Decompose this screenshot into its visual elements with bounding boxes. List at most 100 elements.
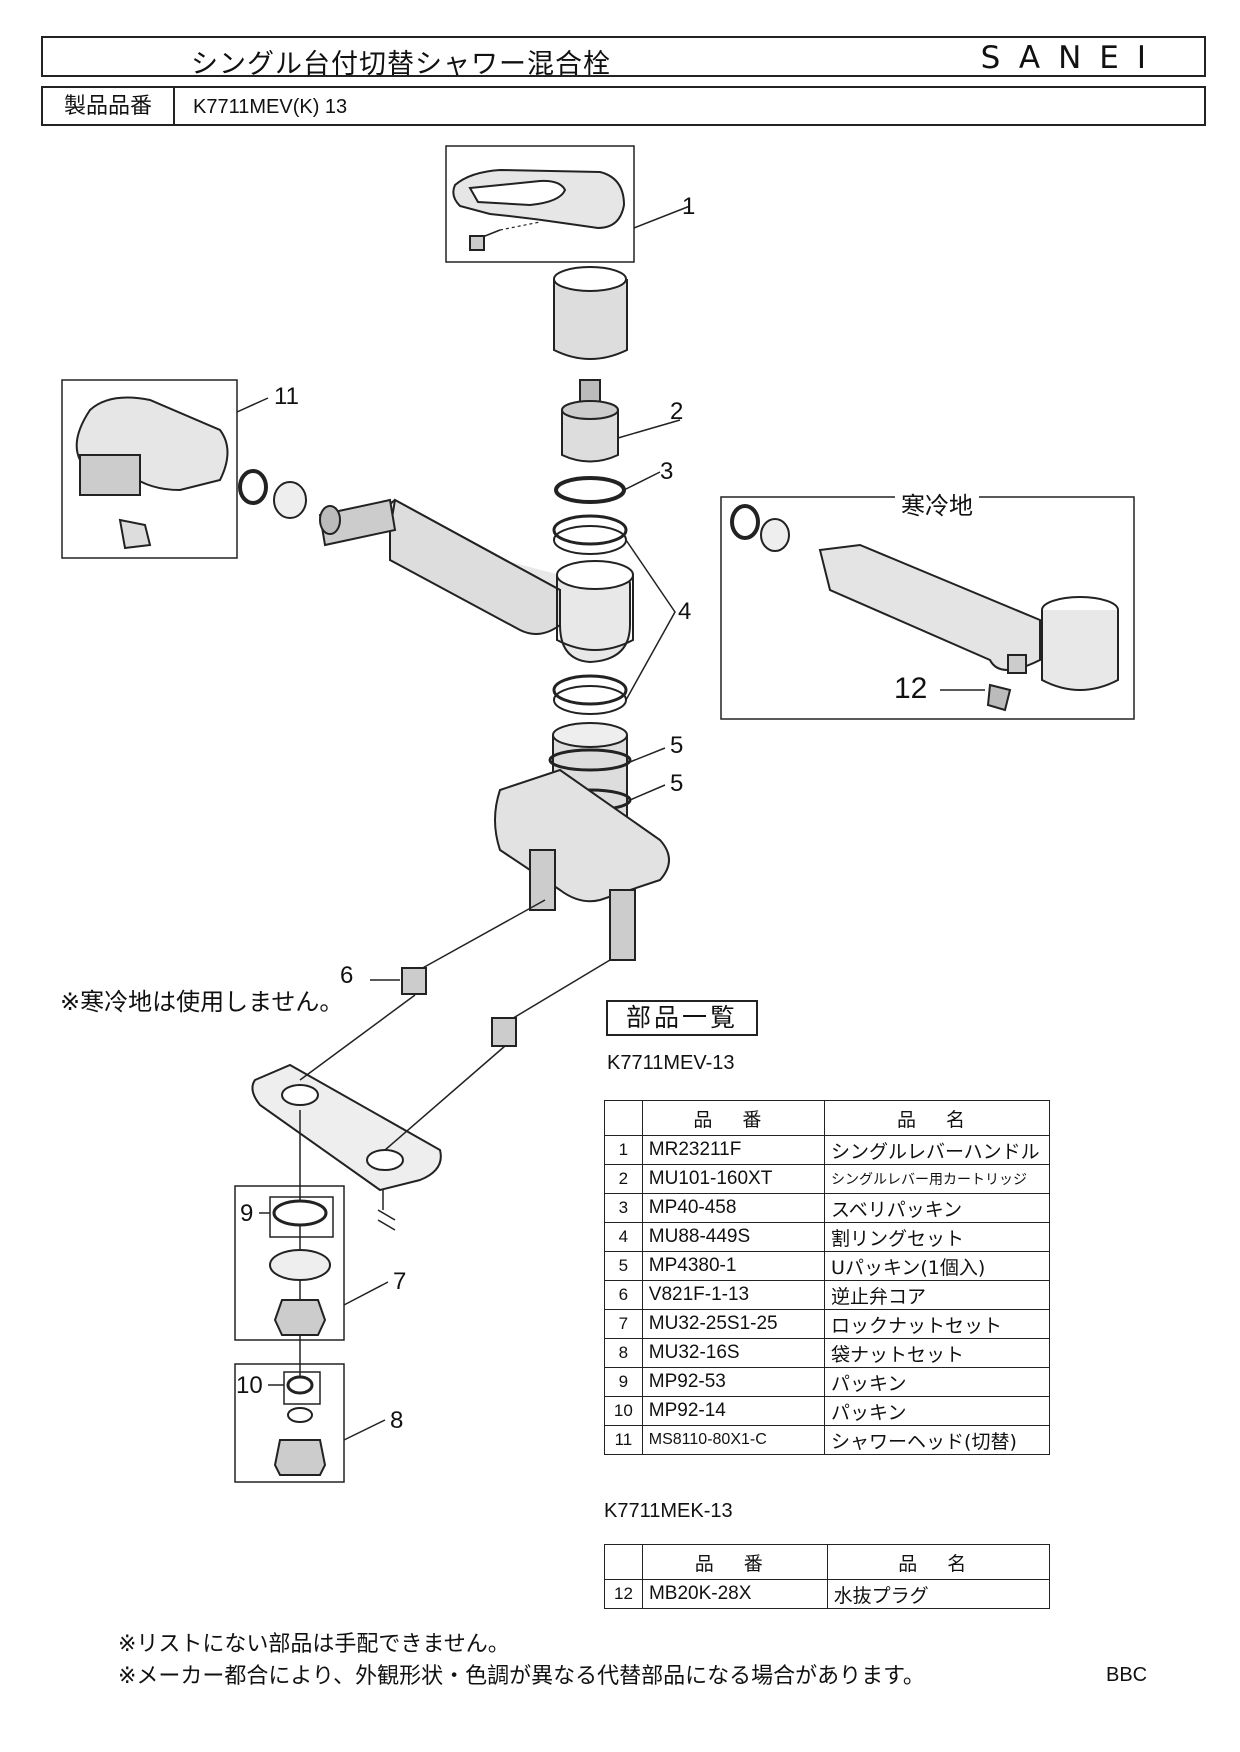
- callout-11: 11: [274, 383, 299, 410]
- table1-model: K7711MEV-13: [607, 1052, 735, 1074]
- callout-1: 1: [682, 193, 696, 220]
- header-name: 品 名: [826, 1544, 1051, 1580]
- callout-3: 3: [660, 458, 674, 485]
- packing-9-frame: [269, 1196, 334, 1238]
- handle-sleeve: [553, 266, 628, 360]
- callout-7: 7: [393, 1268, 407, 1295]
- table2-model: K7711MEK-13: [604, 1500, 733, 1522]
- packing-10-frame: [283, 1371, 321, 1405]
- row-name: 割リングセット: [824, 1222, 1050, 1252]
- brand-logo: SANEI: [980, 40, 1164, 76]
- shower-head: [75, 396, 229, 550]
- row-no: 12: [604, 1579, 643, 1609]
- row-name: シングルレバーハンドル: [824, 1135, 1050, 1165]
- row-no: 1: [604, 1135, 643, 1165]
- callout-9: 9: [240, 1200, 254, 1227]
- split-ring-bottom: [552, 674, 628, 715]
- check-valve-1: [401, 967, 427, 995]
- row-name: スベリパッキン: [824, 1193, 1050, 1223]
- spout-body: [385, 498, 634, 664]
- title-bar: シングル台付切替シャワー混合栓 SANEI: [41, 36, 1206, 80]
- product-number-value: K7711MEV(K) 13: [193, 96, 348, 118]
- row-code: MR23211F: [641, 1135, 826, 1165]
- row-code: MP4380-1: [641, 1251, 826, 1281]
- callout-5b: 5: [670, 770, 684, 797]
- slide-packing: [554, 476, 626, 504]
- row-no: 7: [604, 1309, 643, 1339]
- row-no: 6: [604, 1280, 643, 1310]
- callout-6: 6: [340, 962, 354, 989]
- header-no: [604, 1544, 643, 1580]
- cold-region-label: 寒冷地: [895, 486, 979, 521]
- product-number-row: 製品品番 K7711MEV(K) 13: [41, 86, 1206, 126]
- callout-8: 8: [390, 1407, 404, 1434]
- base-plate: [251, 1063, 442, 1192]
- row-code: MU32-25S1-25: [641, 1309, 826, 1339]
- row-no: 9: [604, 1367, 643, 1397]
- row-name: シャワーヘッド(切替): [824, 1425, 1050, 1455]
- row-name: パッキン: [824, 1367, 1050, 1397]
- shower-head-box: [61, 379, 238, 559]
- parts-list-title: 部品一覧: [606, 1000, 758, 1036]
- row-no: 10: [604, 1396, 643, 1426]
- lever-handle-shape: [452, 168, 626, 251]
- row-no: 3: [604, 1193, 643, 1223]
- callout-2: 2: [670, 398, 684, 425]
- shower-hose-connector: [238, 469, 397, 547]
- product-title: シングル台付切替シャワー混合栓: [191, 49, 611, 80]
- callout-5a: 5: [670, 732, 684, 759]
- row-no: 2: [604, 1164, 643, 1194]
- row-no: 11: [604, 1425, 643, 1455]
- header-no: [604, 1100, 643, 1136]
- row-code: V821F-1-13: [641, 1280, 826, 1310]
- row-code: MP40-458: [641, 1193, 826, 1223]
- row-no: 5: [604, 1251, 643, 1281]
- document-code: BBC: [1106, 1664, 1148, 1686]
- table-header-row: 品 番 品 名: [604, 1100, 1050, 1136]
- row-code: MU88-449S: [641, 1222, 826, 1252]
- row-code: MU101-160XT: [641, 1164, 826, 1194]
- header-name: 品 名: [824, 1100, 1050, 1136]
- row-name: 袋ナットセット: [824, 1338, 1050, 1368]
- row-name: Uパッキン(1個入): [824, 1251, 1050, 1281]
- row-code: MP92-53: [641, 1367, 826, 1397]
- header-code: 品 番: [641, 1544, 828, 1580]
- row-no: 4: [604, 1222, 643, 1252]
- row-code: MB20K-28X: [641, 1579, 828, 1609]
- handle-box: [445, 145, 635, 263]
- footer-note-2: ※メーカー都合により、外観形状・色調が異なる代替部品になる場合があります。: [118, 1664, 925, 1689]
- cartridge: [561, 379, 681, 463]
- row-code: MU32-16S: [641, 1338, 826, 1368]
- row-code: MS8110-80X1-C: [641, 1425, 826, 1455]
- callout-10: 10: [236, 1372, 263, 1399]
- row-name: ロックナットセット: [824, 1309, 1050, 1339]
- cold-region-spout: [730, 504, 1119, 712]
- row-no: 8: [604, 1338, 643, 1368]
- callout-4: 4: [678, 598, 692, 625]
- split-ring-top: [552, 514, 628, 555]
- cold-region-note: ※寒冷地は使用しません。: [60, 988, 344, 1016]
- header-code: 品 番: [641, 1100, 826, 1136]
- row-name: 水抜プラグ: [826, 1579, 1051, 1609]
- footer-note-1: ※リストにない部品は手配できません。: [118, 1632, 510, 1657]
- row-name: シングルレバー用カートリッジ: [824, 1164, 1050, 1194]
- row-code: MP92-14: [641, 1396, 826, 1426]
- row-name: 逆止弁コア: [824, 1280, 1050, 1310]
- check-valve-2: [491, 1017, 517, 1047]
- faucet-base: [494, 768, 670, 961]
- cap-nut-box: [234, 1363, 345, 1483]
